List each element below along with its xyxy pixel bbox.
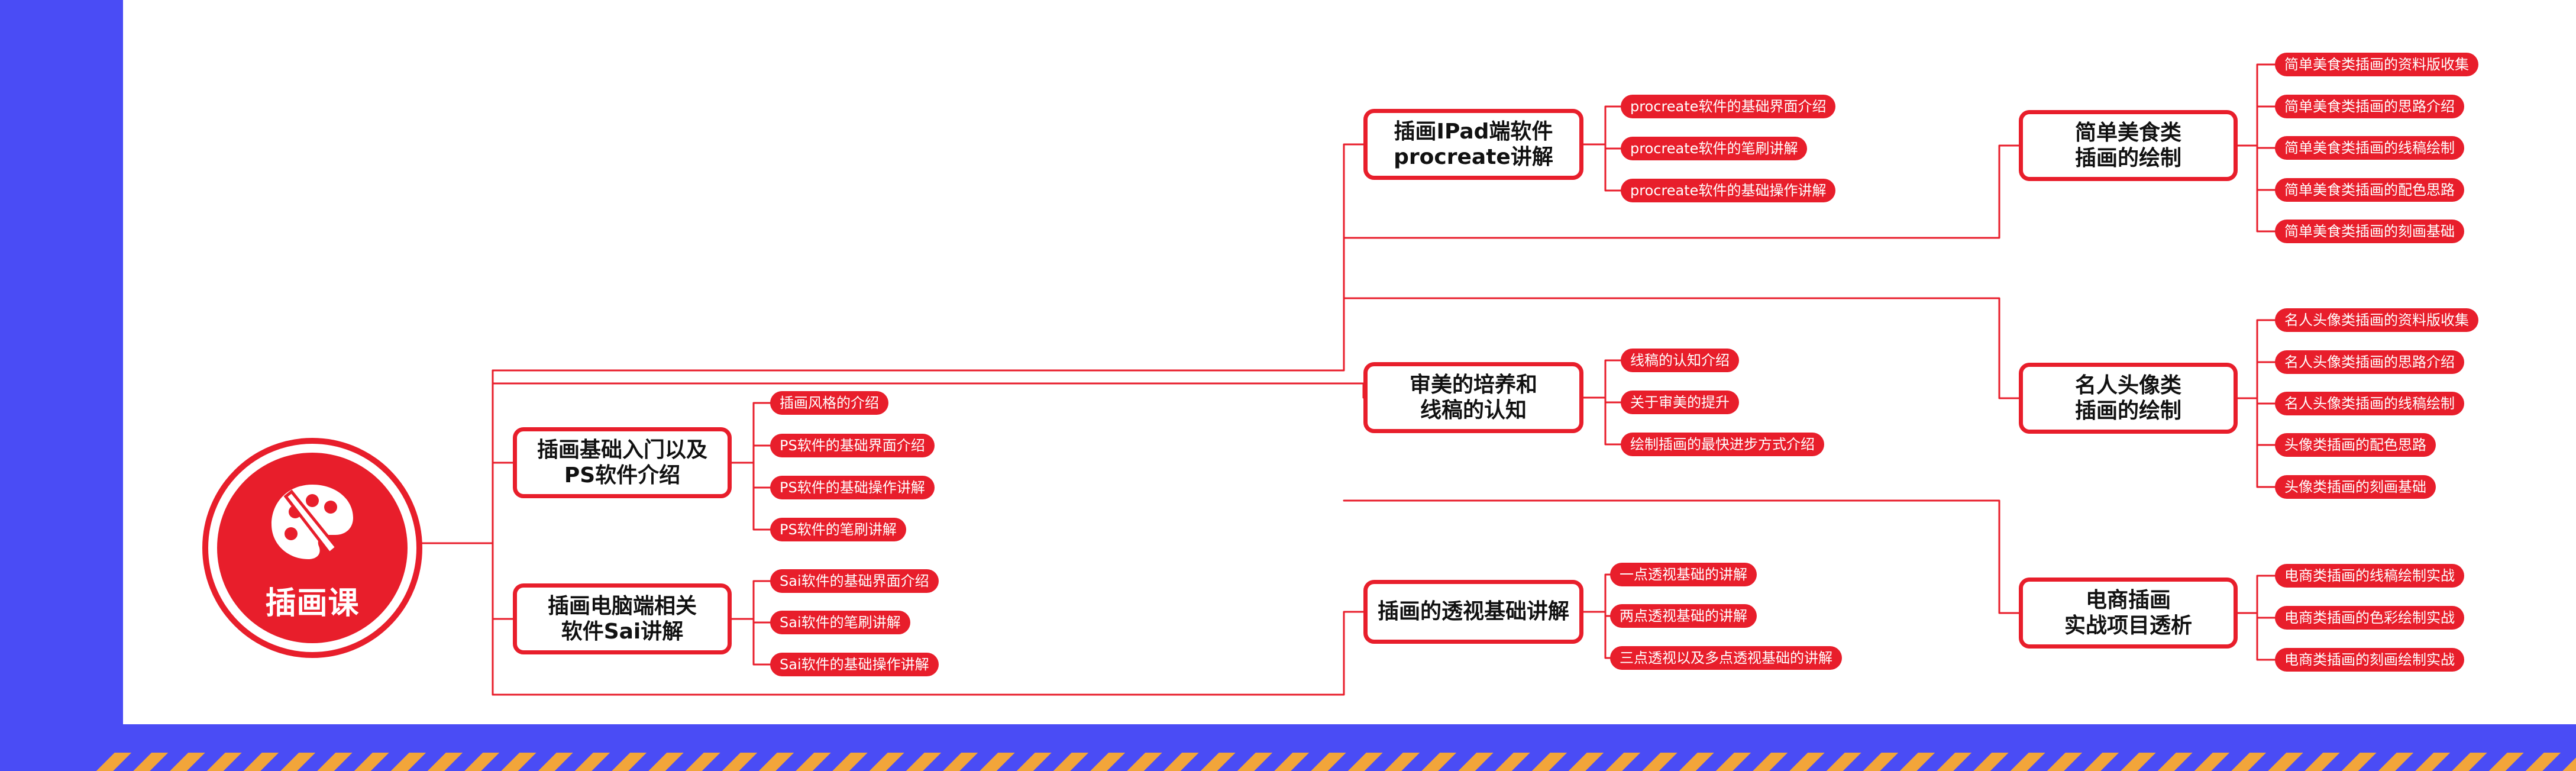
leaf-portrait-3[interactable]: 名人头像类插画的线稿绘制: [2275, 392, 2464, 415]
leaf-portrait-2[interactable]: 名人头像类插画的思路介绍: [2275, 350, 2464, 374]
leaf-sai-1[interactable]: Sai软件的基础界面介绍: [770, 569, 939, 593]
palette-icon: [272, 485, 353, 560]
decorative-stripe-bar: [95, 753, 2576, 771]
branch-procreate[interactable]: 插画IPad端软件 procreate讲解: [1363, 109, 1583, 180]
leaf-aesthetic-3[interactable]: 绘制插画的最快进步方式介绍: [1621, 433, 1824, 456]
branch-portrait-illustration[interactable]: 名人头像类 插画的绘制: [2019, 363, 2238, 434]
leaf-sai-2[interactable]: Sai软件的笔刷讲解: [770, 611, 910, 634]
leaf-ecommerce-1[interactable]: 电商类插画的线稿绘制实战: [2275, 564, 2464, 588]
leaf-ps-1[interactable]: 插画风格的介绍: [770, 391, 888, 415]
leaf-ps-3[interactable]: PS软件的基础操作讲解: [770, 476, 935, 499]
leaf-perspective-2[interactable]: 两点透视基础的讲解: [1610, 604, 1757, 628]
branch-perspective[interactable]: 插画的透视基础讲解: [1363, 580, 1583, 644]
leaf-ecommerce-3[interactable]: 电商类插画的刻画绘制实战: [2275, 648, 2464, 672]
leaf-ps-2[interactable]: PS软件的基础界面介绍: [770, 434, 935, 457]
leaf-procreate-1[interactable]: procreate软件的基础界面介绍: [1621, 95, 1836, 118]
root-node[interactable]: 插画课: [202, 438, 422, 658]
leaf-procreate-2[interactable]: procreate软件的笔刷讲解: [1621, 137, 1808, 160]
branch-food-illustration[interactable]: 简单美食类 插画的绘制: [2019, 110, 2238, 181]
branch-aesthetic[interactable]: 审美的培养和 线稿的认知: [1363, 362, 1583, 433]
leaf-food-5[interactable]: 简单美食类插画的刻画基础: [2275, 220, 2464, 243]
leaf-aesthetic-2[interactable]: 关于审美的提升: [1621, 391, 1739, 414]
leaf-perspective-3[interactable]: 三点透视以及多点透视基础的讲解: [1610, 646, 1842, 670]
leaf-portrait-4[interactable]: 头像类插画的配色思路: [2275, 433, 2436, 457]
leaf-ecommerce-2[interactable]: 电商类插画的色彩绘制实战: [2275, 606, 2464, 630]
leaf-procreate-3[interactable]: procreate软件的基础操作讲解: [1621, 179, 1836, 202]
leaf-portrait-1[interactable]: 名人头像类插画的资料版收集: [2275, 308, 2478, 332]
leaf-food-2[interactable]: 简单美食类插画的思路介绍: [2275, 95, 2464, 118]
branch-ps-basics[interactable]: 插画基础入门以及 PS软件介绍: [513, 427, 732, 498]
leaf-ps-4[interactable]: PS软件的笔刷讲解: [770, 518, 906, 541]
leaf-food-4[interactable]: 简单美食类插画的配色思路: [2275, 178, 2464, 202]
leaf-food-1[interactable]: 简单美食类插画的资料版收集: [2275, 53, 2478, 76]
leaf-portrait-5[interactable]: 头像类插画的刻画基础: [2275, 475, 2436, 499]
leaf-perspective-1[interactable]: 一点透视基础的讲解: [1610, 563, 1757, 586]
root-node-inner: 插画课: [217, 453, 408, 643]
root-title: 插画课: [265, 586, 360, 621]
leaf-food-3[interactable]: 简单美食类插画的线稿绘制: [2275, 136, 2464, 160]
leaf-aesthetic-1[interactable]: 线稿的认知介绍: [1621, 349, 1739, 372]
branch-sai[interactable]: 插画电脑端相关 软件Sai讲解: [513, 583, 732, 654]
branch-ecommerce-project[interactable]: 电商插画 实战项目透析: [2019, 578, 2238, 649]
leaf-sai-3[interactable]: Sai软件的基础操作讲解: [770, 653, 939, 676]
